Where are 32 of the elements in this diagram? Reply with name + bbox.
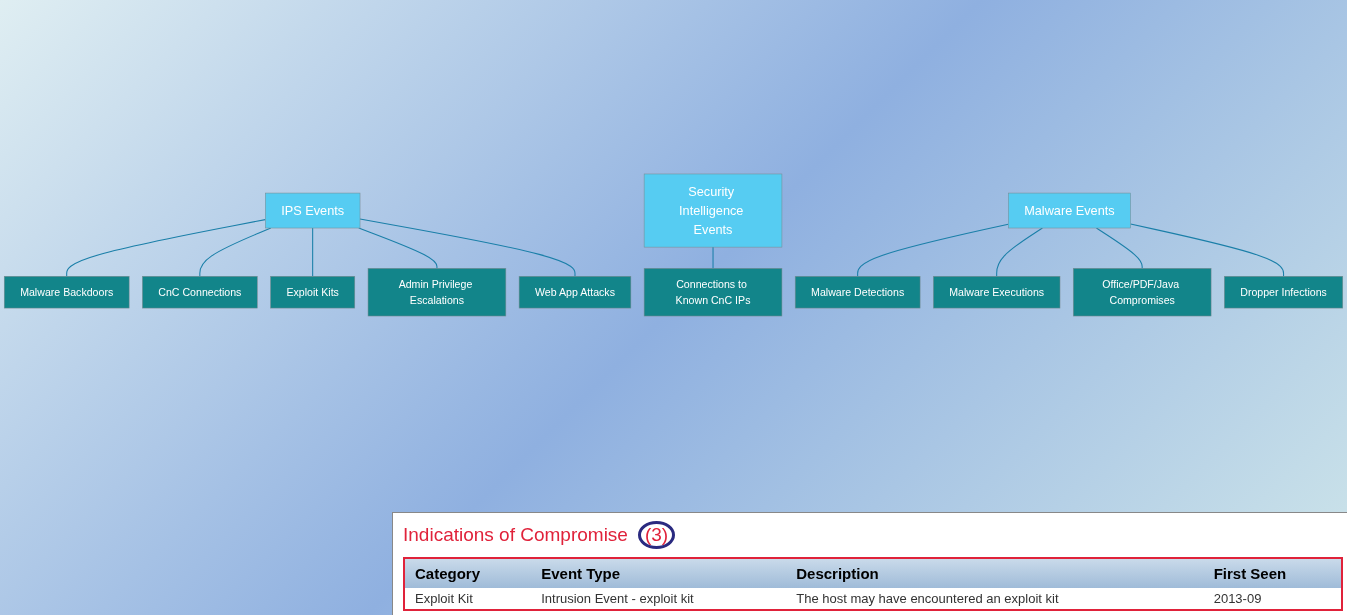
connector [857, 223, 1009, 277]
table-cell: The host may have encountered an exploit kit [786, 588, 1204, 610]
column-header: Description [786, 558, 1204, 588]
connector [358, 227, 438, 269]
node-box: Dropper Infections [1224, 276, 1344, 309]
connector [1095, 227, 1143, 269]
node-box: Malware Events [1008, 192, 1131, 229]
connector [712, 246, 714, 269]
node-box: Malware Detections [794, 276, 921, 309]
table-cell: 2013-09 [1203, 588, 1342, 610]
table-cell: Intrusion Event - exploit kit [531, 588, 787, 610]
panel-heading: Indications of Compromise [403, 524, 628, 546]
node-box: Admin Privilege Escalations [367, 268, 507, 317]
node-box: Office/PDF/Java Compromises [1073, 268, 1212, 317]
node-box: Security Intelligence Events [643, 173, 783, 248]
node-box: Malware Backdoors [3, 276, 130, 309]
node-box: Malware Executions [933, 276, 1061, 309]
connector [1130, 223, 1285, 277]
column-header: First Seen [1203, 558, 1342, 588]
count-badge: (3) [637, 521, 676, 549]
node-box: Connections to Known CnC IPs [643, 268, 783, 317]
node-box: Exploit Kits [270, 276, 356, 309]
node-box: IPS Events [265, 192, 361, 229]
column-header: Event Type [531, 558, 787, 588]
node-box: Web App Attacks [518, 276, 632, 309]
connector [996, 227, 1043, 277]
node-box: CnC Connections [142, 276, 258, 309]
connector [312, 227, 314, 277]
connector [66, 219, 266, 277]
connector [359, 218, 576, 277]
column-header: Category [404, 558, 532, 588]
table-cell: Exploit Kit [404, 588, 532, 610]
